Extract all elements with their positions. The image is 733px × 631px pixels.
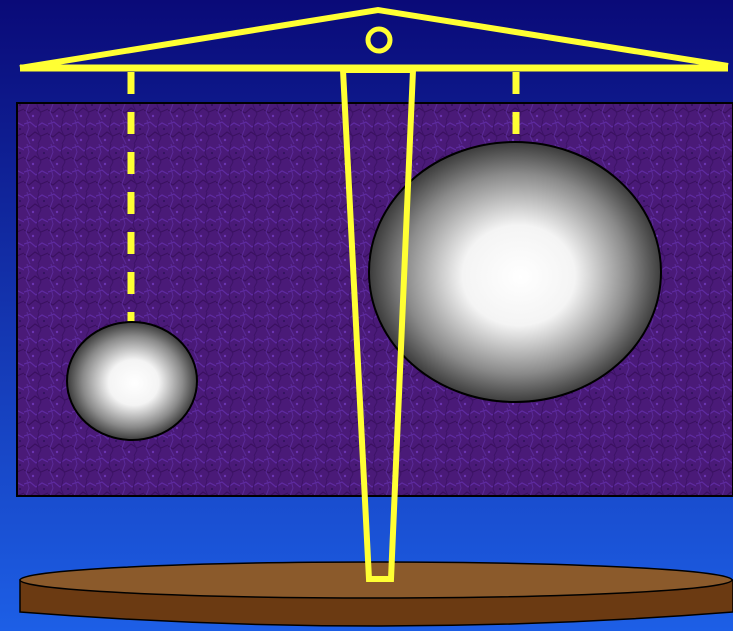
left-sphere <box>67 322 197 440</box>
right-sphere <box>369 142 661 402</box>
scale-base <box>20 562 733 626</box>
